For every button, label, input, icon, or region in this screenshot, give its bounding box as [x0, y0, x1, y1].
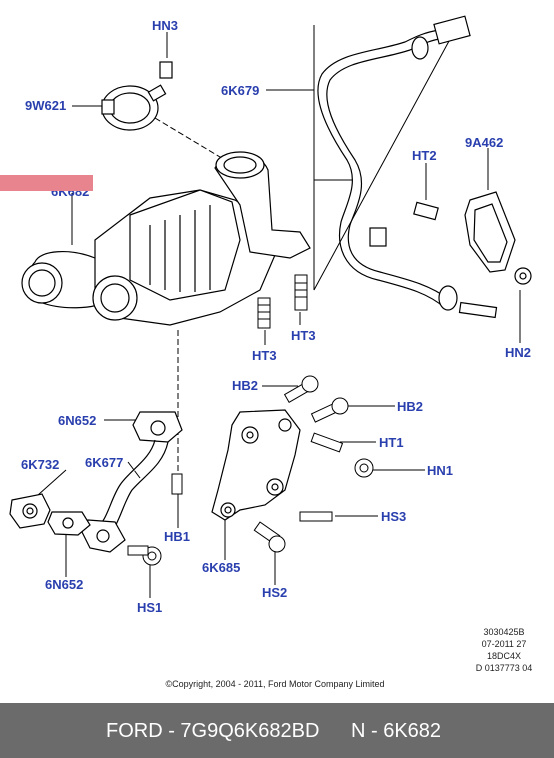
reference-block: 3030425B 07-2011 27 18DC4X D 0137773 04	[465, 626, 543, 674]
label-ht3-left: HT3	[252, 348, 277, 363]
label-6n652-bottom: 6N652	[45, 577, 83, 592]
label-6k732: 6K732	[21, 457, 59, 472]
footer-bar: FORD - 7G9Q6K682BD N - 6K682	[0, 703, 554, 758]
reference-line-4: D 0137773 04	[475, 663, 533, 673]
label-hb2-right: HB2	[397, 399, 423, 414]
reference-line-3: 18DC4X	[486, 651, 522, 661]
label-hn1: HN1	[427, 463, 453, 478]
label-9a462: 9A462	[465, 135, 503, 150]
oil-feed-pipe-6k679	[317, 15, 471, 311]
label-hn3: HN3	[152, 18, 178, 33]
label-6k679: 6K679	[221, 83, 259, 98]
label-ht3-right: HT3	[291, 328, 316, 343]
footer-part-number: FORD - 7G9Q6K682BD	[106, 720, 320, 742]
label-6n652-top: 6N652	[58, 413, 96, 428]
label-hs3: HS3	[381, 509, 406, 524]
label-ht1: HT1	[379, 435, 404, 450]
label-hb1: HB1	[164, 529, 190, 544]
label-hn2: HN2	[505, 345, 531, 360]
label-hs1: HS1	[137, 600, 162, 615]
label-hb2-top: HB2	[232, 378, 258, 393]
copyright-text: ©Copyright, 2004 - 2011, Ford Motor Comp…	[165, 679, 385, 689]
studs-ht3	[257, 274, 308, 329]
turbocharger-6k682	[21, 151, 311, 326]
clamp-9w621	[101, 61, 173, 131]
label-6k685: 6K685	[202, 560, 240, 575]
label-hs2: HS2	[262, 585, 287, 600]
reference-line-1: 3030425B	[483, 627, 525, 637]
oil-return-pipe-6k677	[9, 411, 183, 553]
footer-part-code: N - 6K682	[351, 720, 442, 742]
highlight-bar	[0, 175, 93, 191]
label-9w621: 9W621	[25, 98, 66, 113]
support-bracket-6k685	[211, 409, 301, 521]
bolts	[127, 375, 374, 566]
parts-diagram: HN3 9W621 6K679 6K682 HT2 9A462 HT3 HT3 …	[9, 15, 532, 615]
label-ht2: HT2	[412, 148, 437, 163]
label-6k677: 6K677	[85, 455, 123, 470]
reference-line-2: 07-2011 27	[481, 639, 527, 649]
bracket-9a462	[413, 191, 532, 319]
